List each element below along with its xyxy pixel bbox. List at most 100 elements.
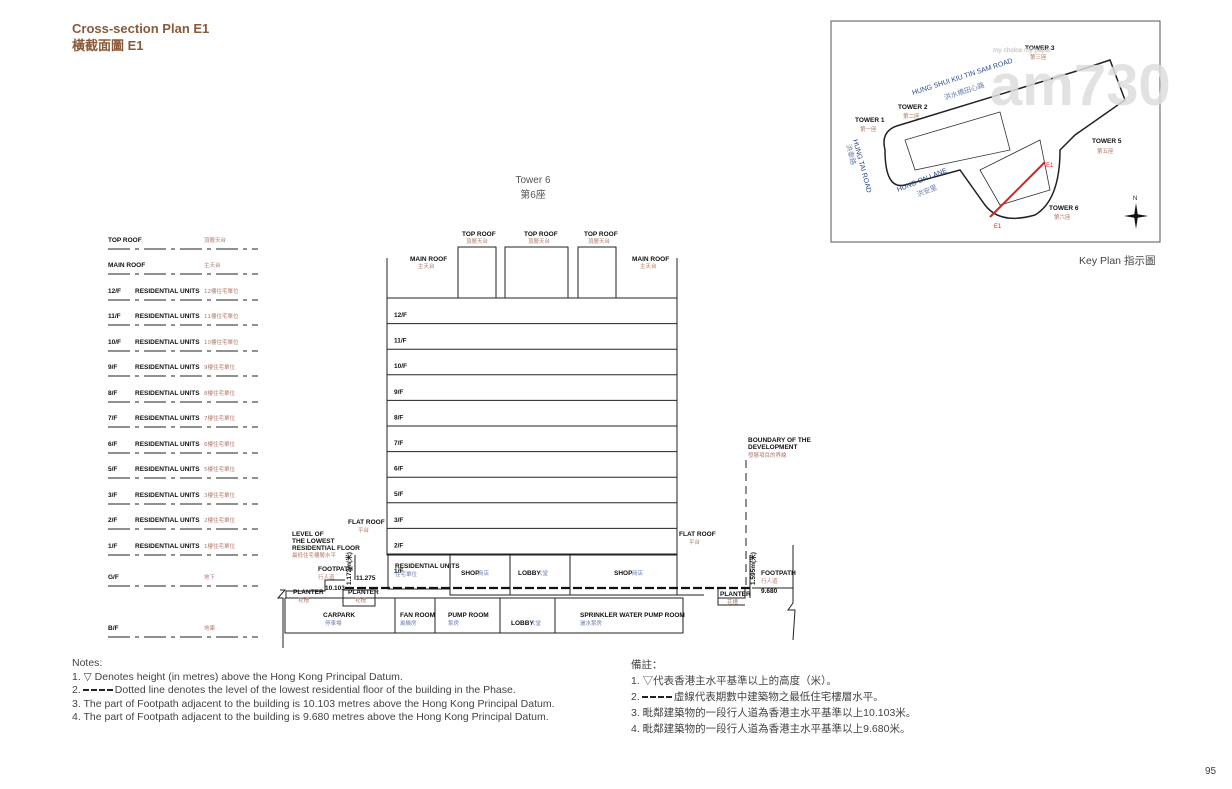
planter-left: PLANTER bbox=[293, 589, 324, 596]
carpark-zh: 停車場 bbox=[325, 619, 342, 627]
key-plan-caption: Key Plan 指示圖 bbox=[1079, 255, 1156, 267]
notes-zh-heading: 備註： bbox=[631, 659, 663, 671]
main-roof-label-left: MAIN ROOF bbox=[410, 256, 447, 263]
notes-zh-item-2-num: 2. bbox=[631, 691, 640, 703]
level-use: RESIDENTIAL UNITS bbox=[135, 339, 200, 346]
shop-label-1: SHOP bbox=[461, 570, 480, 577]
level-9680: 9.680 bbox=[761, 588, 778, 595]
floor-label: 9/F bbox=[394, 389, 403, 396]
planter-mid: PLANTER bbox=[348, 589, 379, 596]
fan-room-label: FAN ROOM bbox=[400, 612, 435, 619]
lowest-level-1: LEVEL OF bbox=[292, 531, 324, 538]
floor-label: 6/F bbox=[394, 466, 403, 473]
level-zh: 12樓住宅單位 bbox=[204, 287, 239, 295]
shop-zh-1: 商店 bbox=[478, 569, 490, 577]
lobby-zh-bf: 大堂 bbox=[530, 619, 542, 627]
level-zh: 11樓住宅單位 bbox=[204, 312, 239, 320]
notes-zh-item-3: 3. 毗鄰建築物的一段行人道為香港主水平基準以上10.103米。 bbox=[631, 707, 917, 719]
level-10103: 10.103 bbox=[325, 585, 345, 592]
level-zh: 3樓住宅單位 bbox=[204, 491, 235, 499]
notes-zh: 備註： 1. ▽代表香港主水平基準以上的高度（米）。 2.虛線代表期數中建築物之… bbox=[631, 657, 951, 737]
tower-label: Tower 6 第6座 bbox=[498, 173, 568, 203]
main-roof-zh-left: 主天台 bbox=[418, 262, 435, 270]
tower-section: 12/F11/F10/F9/F8/F7/F6/F5/F3/F2/F1/F MAI… bbox=[386, 231, 678, 575]
key-plan: E1 E1 TOWER 1 第一座 TOWER 2 第二座 TOWER 3 第三… bbox=[830, 20, 1171, 243]
floor-label: 12/F bbox=[394, 312, 407, 319]
level-zh: 地庫 bbox=[204, 624, 216, 632]
level-floor: 11/F bbox=[108, 313, 121, 320]
footpath-left-zh: 行人道 bbox=[318, 573, 335, 581]
floor-label: 10/F bbox=[394, 363, 407, 370]
flat-roof-left-zh: 平台 bbox=[358, 526, 370, 534]
tower2-zh: 第二座 bbox=[903, 112, 920, 120]
notes-en-item-4: 4. The part of Footpath adjacent to the … bbox=[72, 711, 549, 723]
notes-en-item-1: 1. ▽ Denotes height (in metres) above th… bbox=[72, 670, 403, 683]
top-roof-zh-2: 頂層天台 bbox=[528, 237, 551, 245]
level-zh: 主天台 bbox=[204, 261, 221, 269]
notes-zh-item-4: 4. 毗鄰建築物的一段行人道為香港主水平基準以上9.680米。 bbox=[631, 723, 911, 735]
level-row: MAIN ROOF 主天台 bbox=[108, 261, 258, 275]
level-floor: 8/F bbox=[108, 390, 117, 397]
compass-icon bbox=[1124, 203, 1148, 229]
planter-left-zh: 花槽 bbox=[298, 596, 310, 604]
floor-label: 7/F bbox=[394, 440, 403, 447]
boundary-label-2: DEVELOPMENT bbox=[748, 444, 798, 451]
carpark-label: CARPARK bbox=[323, 612, 355, 619]
notes-zh-item-2: 2. 虛線代表期數中建築物之最低住宅樓層水平。 bbox=[631, 689, 951, 705]
level-floor: 9/F bbox=[108, 364, 117, 371]
level-use: RESIDENTIAL UNITS bbox=[135, 492, 200, 499]
notes-en-heading: Notes: bbox=[72, 657, 103, 669]
notes-en-item-2-text: Dotted line denotes the level of the low… bbox=[114, 684, 516, 696]
level-zh: 10樓住宅單位 bbox=[204, 338, 239, 346]
flat-roof-right-zh: 平台 bbox=[689, 538, 701, 546]
level-zh: 7樓住宅單位 bbox=[204, 414, 235, 422]
footpath-left: FOOTPATH bbox=[318, 566, 353, 573]
tower2-label: TOWER 2 bbox=[898, 104, 928, 111]
level-floor: MAIN ROOF bbox=[108, 262, 145, 269]
res-units-zh: 住宅單位 bbox=[395, 570, 418, 578]
tower-zh: 第6座 bbox=[520, 190, 546, 201]
notes-zh-item-2-text: 虛線代表期數中建築物之最低住宅樓層水平。 bbox=[673, 691, 884, 703]
floor-label: 11/F bbox=[394, 338, 407, 345]
level-floor: G/F bbox=[108, 574, 119, 581]
level-use: RESIDENTIAL UNITS bbox=[135, 466, 200, 473]
main-roof-label-right: MAIN ROOF bbox=[632, 256, 669, 263]
level-zh: 9樓住宅單位 bbox=[204, 363, 235, 371]
lobby-zh-gf: 大堂 bbox=[537, 569, 549, 577]
level-floor: 2/F bbox=[108, 517, 117, 524]
tower6-zh: 第六座 bbox=[1054, 213, 1071, 221]
page-title: Cross-section Plan E1 橫截面圖 E1 bbox=[72, 20, 209, 54]
pump-room-label: PUMP ROOM bbox=[448, 612, 489, 619]
tower1-zh: 第一座 bbox=[860, 125, 877, 133]
top-roof-zh-1: 頂層天台 bbox=[466, 237, 489, 245]
tower3-zh: 第三座 bbox=[1030, 53, 1047, 61]
pump-room-zh: 泵房 bbox=[448, 619, 460, 627]
main-roof-zh-right: 主天台 bbox=[640, 262, 657, 270]
level-floor: 6/F bbox=[108, 441, 117, 448]
top-roof-label-2: TOP ROOF bbox=[524, 231, 558, 238]
level-use: RESIDENTIAL UNITS bbox=[135, 441, 200, 448]
lowest-level-3: RESIDENTIAL FLOOR bbox=[292, 545, 360, 552]
level-floor: 7/F bbox=[108, 415, 117, 422]
top-roof-label-3: TOP ROOF bbox=[584, 231, 618, 238]
sprinkler-label: SPRINKLER WATER PUMP ROOM bbox=[580, 612, 685, 619]
level-use: RESIDENTIAL UNITS bbox=[135, 543, 200, 550]
level-floor: 12/F bbox=[108, 288, 121, 295]
level-use: RESIDENTIAL UNITS bbox=[135, 390, 200, 397]
footpath-right-zh: 行人道 bbox=[761, 577, 778, 585]
level-floor: B/F bbox=[108, 625, 119, 632]
title-zh: 橫截面圖 E1 bbox=[72, 38, 144, 53]
level-11275: 11.275 bbox=[356, 575, 376, 582]
tower5-zh: 第五座 bbox=[1097, 147, 1114, 155]
level-zh: 5樓住宅單位 bbox=[204, 465, 235, 473]
